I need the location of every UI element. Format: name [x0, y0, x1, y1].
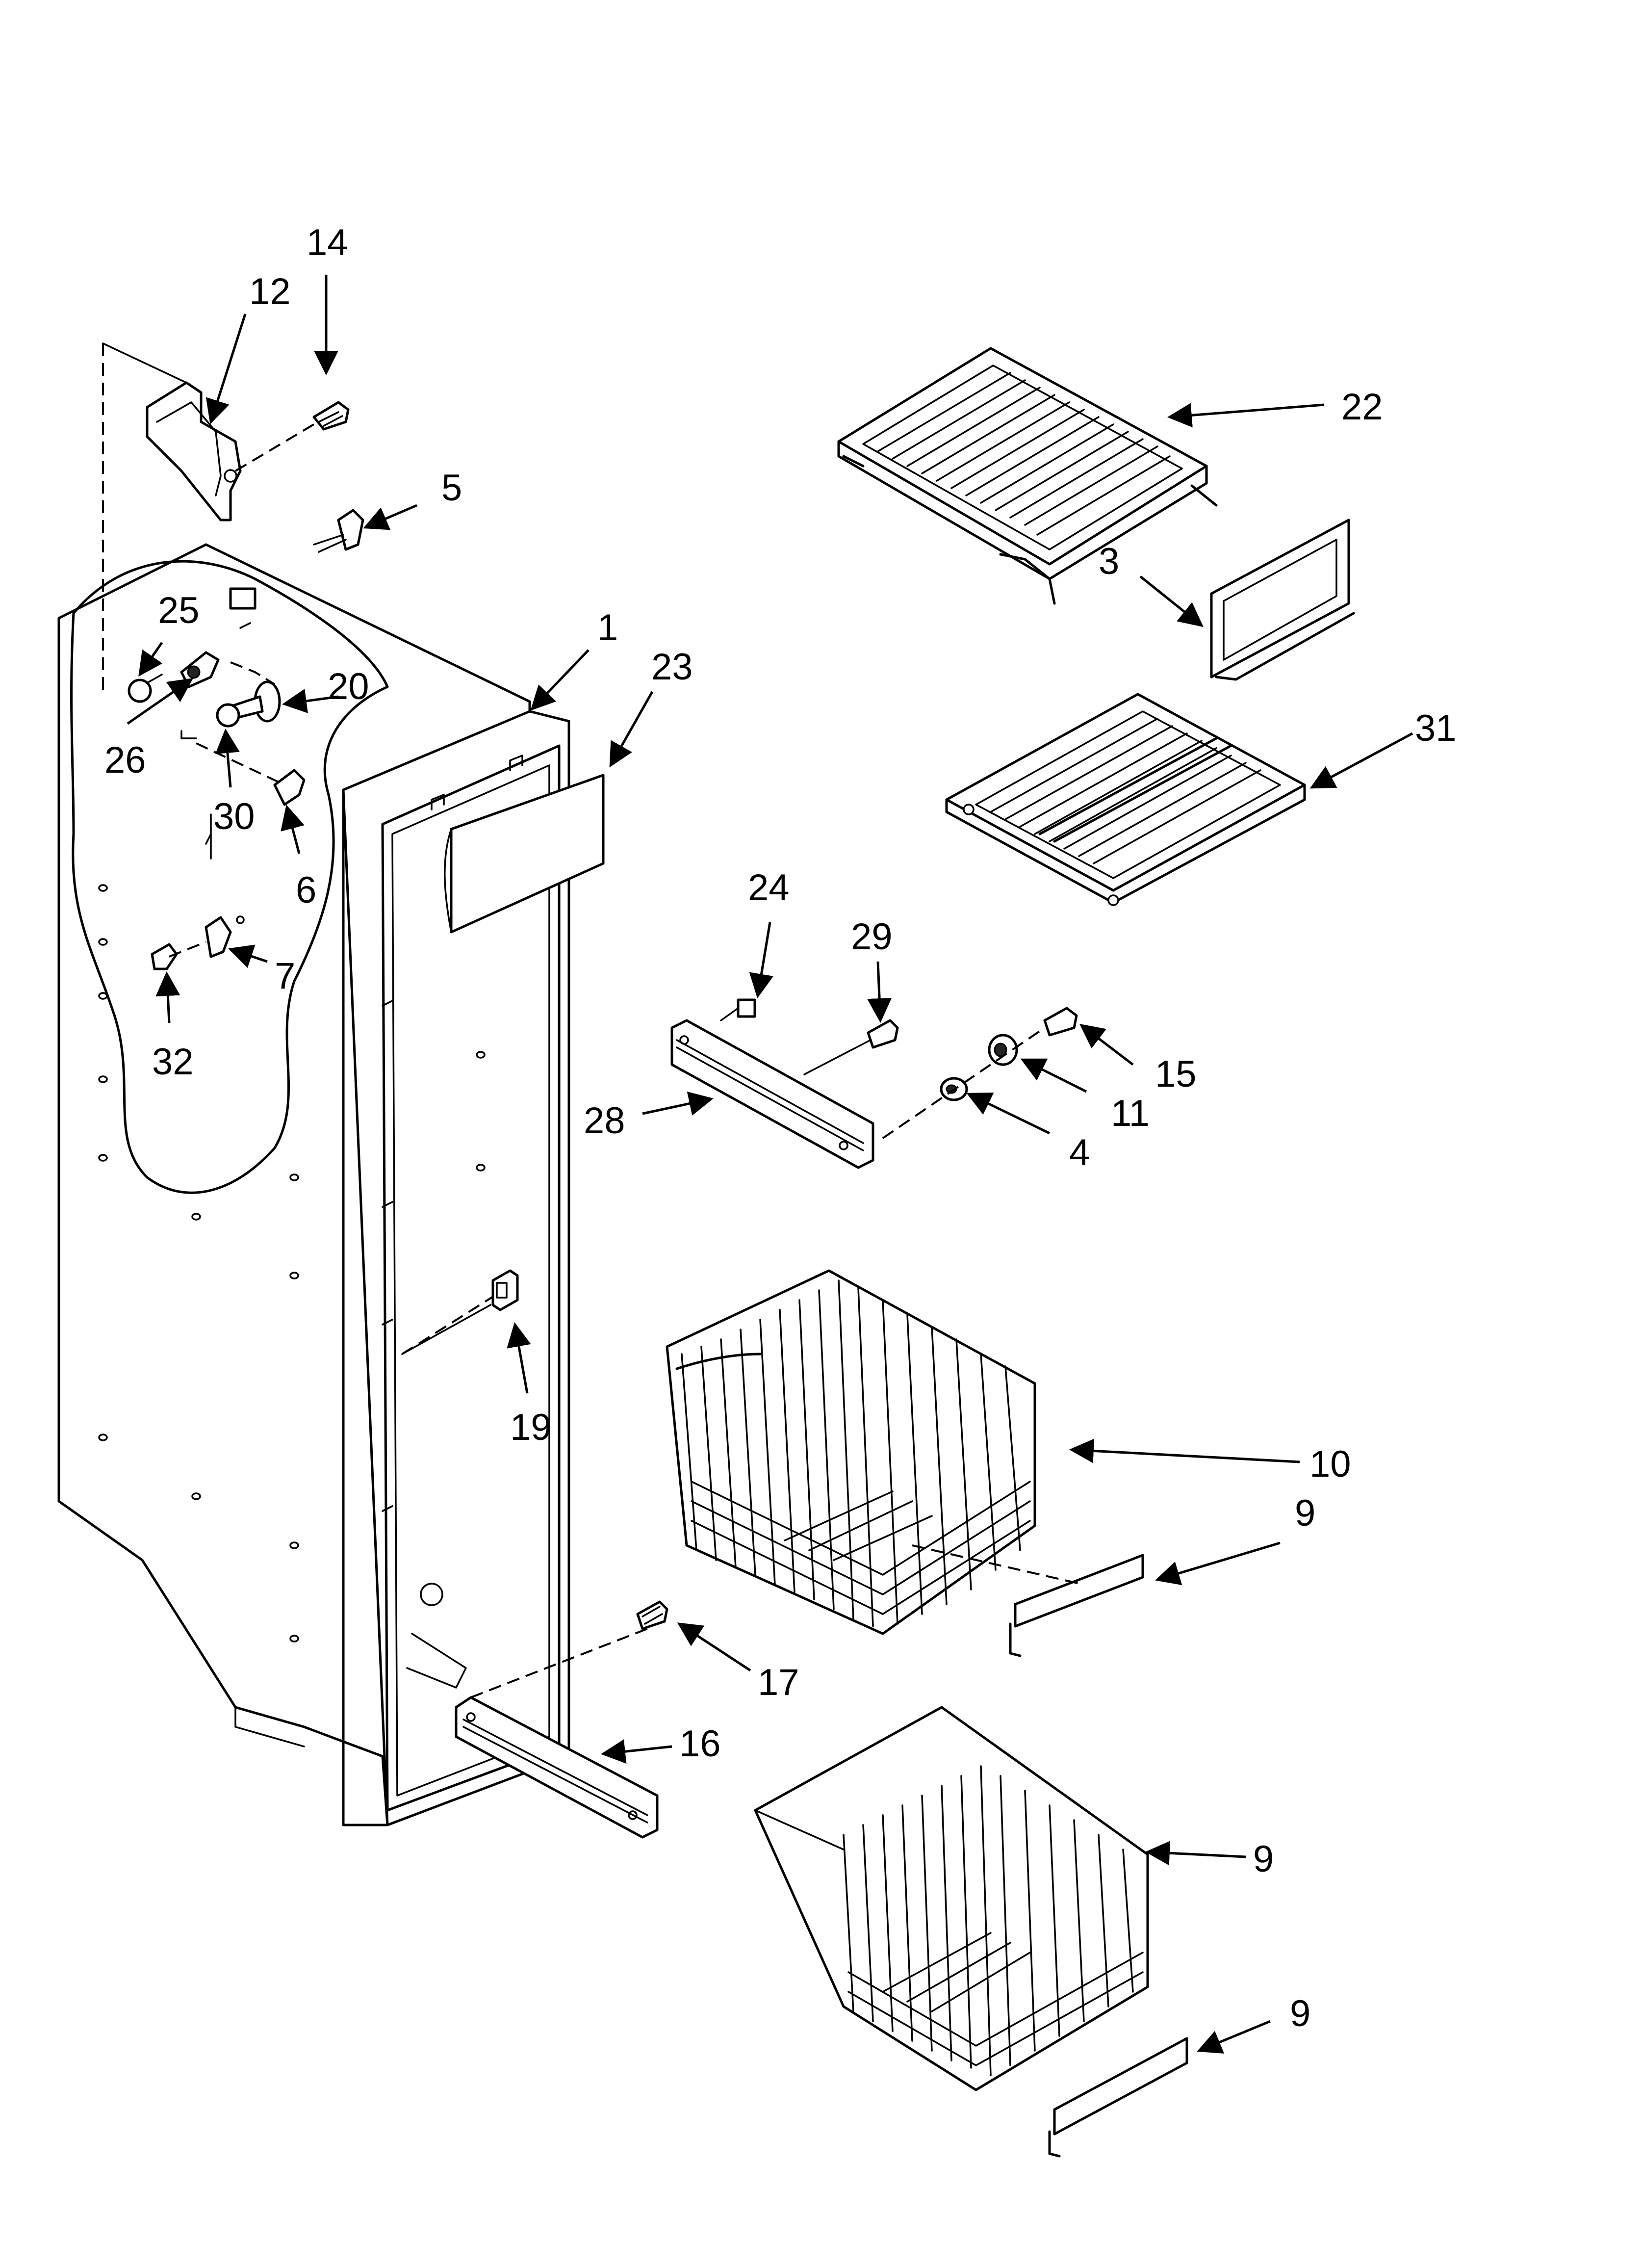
basket-stop-upper-part	[912, 1544, 1144, 1657]
freezer-liner-part	[57, 543, 570, 1826]
callout-29: 29	[851, 916, 893, 958]
leader-arrows	[127, 275, 1413, 2054]
callout-3: 3	[1099, 541, 1119, 582]
callout-26: 26	[104, 739, 146, 781]
callout-22: 24	[748, 867, 790, 909]
callout-1: 1	[597, 607, 618, 649]
callout-11: 9	[1253, 1838, 1274, 1880]
screw-29-part	[803, 1019, 899, 1075]
callout-15: 14	[307, 222, 348, 263]
basket-stop-lower-part	[1048, 2037, 1188, 2158]
shelf-front-trim-part	[1210, 519, 1355, 681]
callout-10: 10	[1309, 1443, 1351, 1485]
callout-23: 22	[1341, 386, 1383, 428]
callout-19: 19	[510, 1407, 552, 1448]
callout-31: 31	[1415, 707, 1457, 749]
switch-part	[491, 1269, 519, 1311]
screw-16-part	[882, 1007, 1078, 1139]
callout-24: 23	[651, 646, 693, 688]
callout-14: 12	[249, 271, 291, 313]
callout-4: 5	[441, 467, 462, 509]
callout-9-lower: 9	[1290, 1993, 1310, 2034]
callout-20: 20	[328, 666, 369, 707]
clip-4-part	[313, 509, 364, 553]
wire-shelf-part	[945, 693, 1306, 906]
lower-wire-basket-part	[754, 1706, 1149, 2091]
roller-part	[988, 1034, 1018, 1066]
light-assembly-part	[128, 587, 306, 970]
callout-5: 4	[1069, 1132, 1090, 1173]
callout-25: 25	[158, 590, 200, 631]
hinge-bracket-part	[146, 381, 242, 521]
callout-9-upper: 9	[1295, 1492, 1315, 1534]
callout-7: 7	[275, 955, 295, 997]
basket-rail-part	[670, 1019, 874, 1169]
upper-wire-basket-part	[666, 1269, 1036, 1635]
callout-labels: 14 12 5 25 1 23 20 26 30 6 7 32 22 3 31 …	[104, 222, 1457, 2034]
screw-15-part	[234, 401, 350, 472]
callout-28: 28	[584, 1100, 625, 1142]
callout-32: 32	[152, 1041, 194, 1083]
screw-18-part	[636, 1600, 668, 1630]
callout-30: 30	[213, 796, 255, 837]
callout-6: 6	[296, 869, 316, 911]
shelf-with-trim-part	[837, 347, 1218, 605]
callout-17: 16	[679, 1723, 721, 1765]
callout-16: 15	[1155, 1053, 1197, 1095]
label-part	[444, 774, 605, 934]
callout-18: 17	[758, 1662, 799, 1703]
callout-12: 11	[1111, 1093, 1150, 1134]
lower-basket-rail-part	[455, 1628, 659, 1839]
stop-22-part	[720, 998, 756, 1021]
